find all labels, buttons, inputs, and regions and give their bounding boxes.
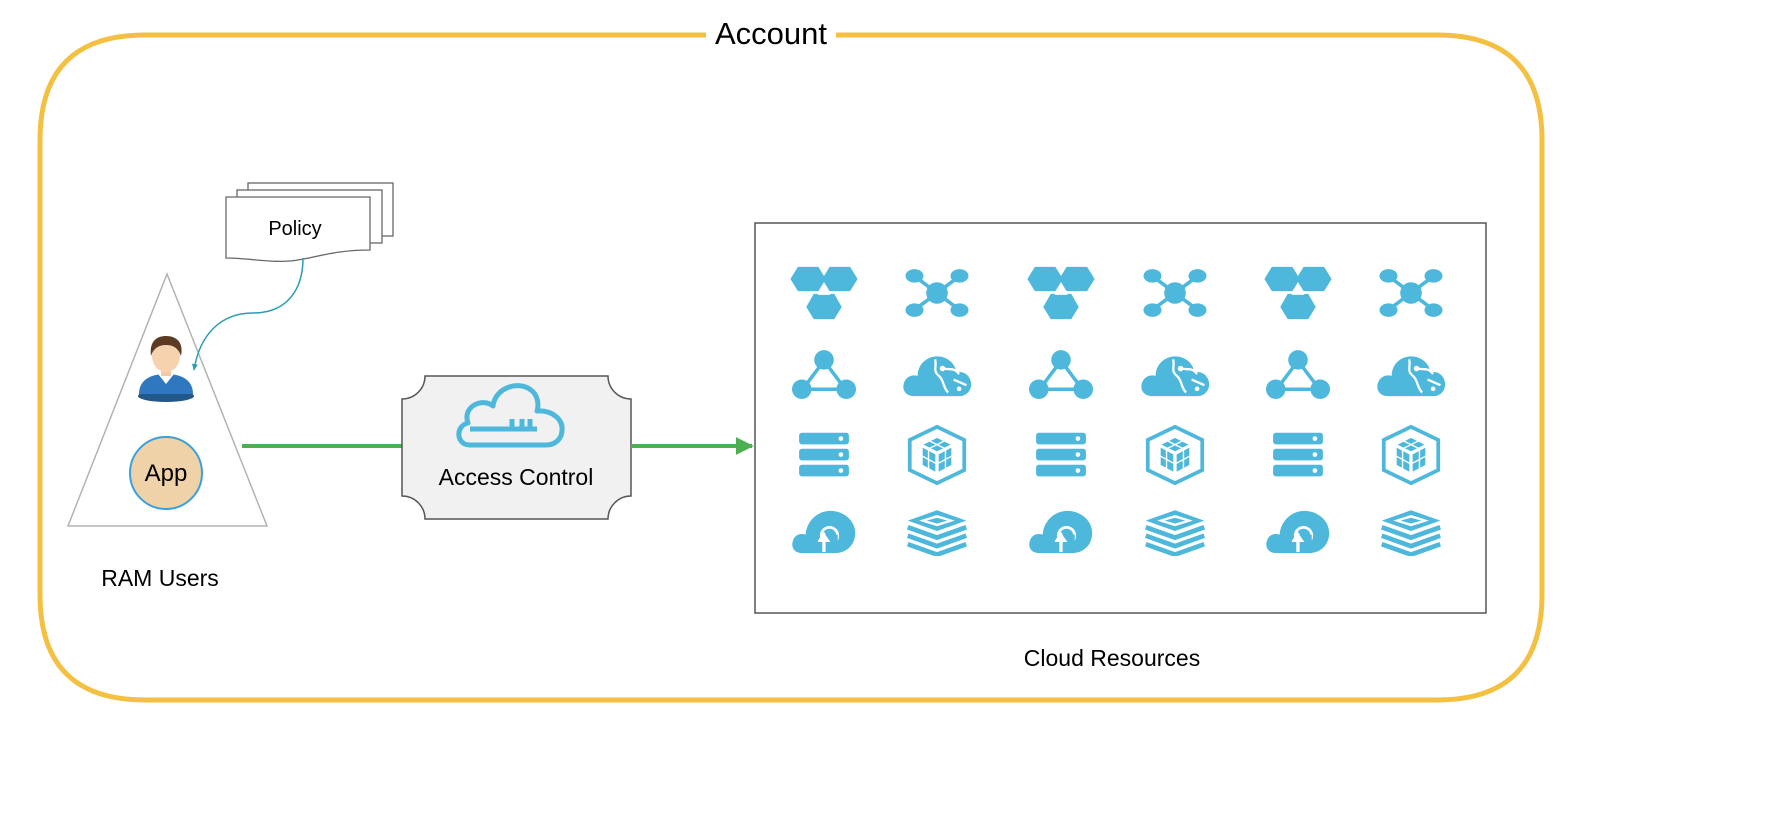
cloud-key-icon: [456, 383, 565, 448]
app-node[interactable]: App: [129, 436, 203, 510]
app-label: App: [145, 460, 188, 487]
access-control-node[interactable]: Access Control: [401, 375, 632, 520]
server-stack-icon[interactable]: [1273, 432, 1323, 477]
server-stack-icon[interactable]: [799, 432, 849, 477]
policy-document[interactable]: Policy: [225, 182, 394, 263]
policy-connector-arrow: [192, 257, 304, 371]
cloud-resources-group: Cloud Resources: [754, 222, 1487, 671]
account-title: Account: [715, 16, 827, 51]
cloud-resources-box: [754, 222, 1487, 614]
cloud-resources-label: Cloud Resources: [1024, 645, 1200, 671]
access-control-label: Access Control: [439, 464, 594, 490]
account-container: Account: [37, 16, 1545, 703]
account-border: [37, 32, 1545, 703]
user-avatar-icon[interactable]: [138, 336, 194, 402]
policy-label: Policy: [268, 218, 321, 240]
ram-users-label: RAM Users: [101, 565, 219, 591]
server-stack-icon[interactable]: [1036, 432, 1086, 477]
ram-users-group: App RAM Users: [66, 271, 269, 591]
